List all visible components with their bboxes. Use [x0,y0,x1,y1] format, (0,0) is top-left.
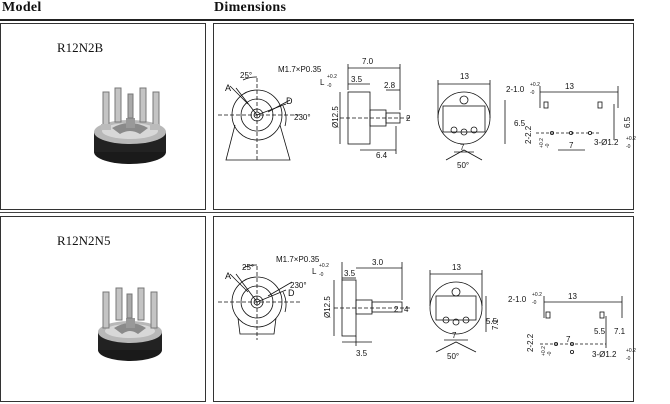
front-angle-d-2: 230° [290,281,307,290]
model-cell-1: R12N2B [0,23,206,210]
pcb-height-1: 6.5 [623,116,632,128]
front-thread-1: M1.7×P0.35 [278,65,322,74]
potentiometer-photo-2 [98,287,162,361]
pcb-pin-row-sub-2: -0 [547,351,553,356]
potentiometer-photo-1 [94,87,166,164]
side-dia-1: Ø12.5 [331,106,340,128]
front-angle-d-1: 230° [294,113,311,122]
side-dim-small-2: 2 [394,305,399,314]
pcb-width-2: 13 [568,292,577,301]
back-height-a-2: 5.5 [486,317,498,326]
back-width-2: 13 [452,263,461,272]
back-width-1: 13 [460,72,469,81]
front-l-2: L [312,267,317,276]
row-divider [0,212,634,213]
front-label-a-1: A [225,83,231,93]
pcb-layout-1 [536,86,619,151]
side-dim-bottom-1: 6.4 [376,151,388,160]
front-angle-a-1: 25° [240,71,252,80]
pcb-pitch-1: 2-1.0 [506,85,525,94]
pcb-holes-sub-2: -0 [626,356,631,362]
back-bottom-2: 7 [452,331,457,340]
pcb-bottom-1: 7 [569,141,574,150]
back-height-b-2: 7.1 [491,318,500,330]
back-angle-1: 50° [457,161,469,170]
pcb-layout-2 [540,296,623,354]
model-name-2: R12N2N5 [57,233,111,248]
pcb-holes-sup-1: +0.2 [626,136,636,142]
pcb-pitch-sub-1: -0 [530,90,535,96]
side-dim-top-2: 3.0 [372,258,384,267]
front-view-2 [218,264,300,340]
front-l-1: L [320,78,325,87]
pcb-pitch-2: 2-1.0 [508,295,527,304]
pcb-pitch-sup-1: +0.2 [530,82,540,88]
front-label-d-1: D [286,96,293,106]
pcb-width-1: 13 [565,82,574,91]
pcb-pin-row-sub-1: -0 [545,143,551,148]
side-dim-bottom-2: 3.5 [356,349,368,358]
dimensions-cell-2 [213,216,634,402]
back-view-2 [429,270,487,353]
pcb-height-a-2: 5.5 [594,327,606,336]
pcb-pin-row-2: 2-2.2 [526,333,535,352]
side-view-1 [339,64,412,154]
dimensions-column-header: Dimensions [214,0,287,15]
back-view-1 [437,80,506,161]
front-l-sub-2: -0 [319,272,324,278]
pcb-pin-row-sup-2: +0.2 [541,346,547,356]
side-dim-tip-1: 2.8 [384,81,396,90]
dimensions-cell-1 [213,23,634,210]
side-dim-right-2: 4 [404,305,409,314]
front-thread-2: M1.7×P0.35 [276,255,320,264]
model-name-1: R12N2B [57,40,104,55]
header-rule [0,19,634,21]
pcb-holes-1: 3-Ø1.2 [594,138,619,147]
pcb-pitch-sub-2: -0 [532,300,537,306]
model-column-header: Model [2,0,42,15]
front-l-sup-2: +0.2 [319,263,329,269]
side-dim-small-1: 2 [406,114,411,123]
front-l-sup-1: +0.2 [327,74,337,80]
pcb-pitch-sup-2: +0.2 [532,292,542,298]
side-dim-shaft-2: 3.5 [344,269,356,278]
pcb-holes-sup-2: +0.2 [626,348,636,354]
back-height-1: 6.5 [514,119,526,128]
pcb-holes-sub-1: -0 [626,144,631,150]
model-cell-2: R12N2N5 [0,216,206,402]
front-view-1 [218,76,300,161]
pcb-holes-2: 3-Ø1.2 [592,350,617,359]
side-dim-top-1: 7.0 [362,57,374,66]
front-label-d-2: D [288,288,295,298]
pcb-pin-row-1: 2-2.2 [524,125,533,144]
pcb-bottom-2: 7 [566,335,571,344]
pcb-height-b-2: 7.1 [614,327,626,336]
side-view-2 [333,262,412,346]
front-label-a-2: A [225,271,231,281]
pcb-pin-row-sup-1: +0.2 [539,138,545,148]
side-dim-shaft-1: 3.5 [351,75,363,84]
back-angle-2: 50° [447,352,459,361]
front-l-sub-1: -0 [327,83,332,89]
side-dia-2: Ø12.5 [323,296,332,318]
back-bottom-1: 7 [460,143,465,152]
front-angle-a-2: 25° [242,263,254,272]
